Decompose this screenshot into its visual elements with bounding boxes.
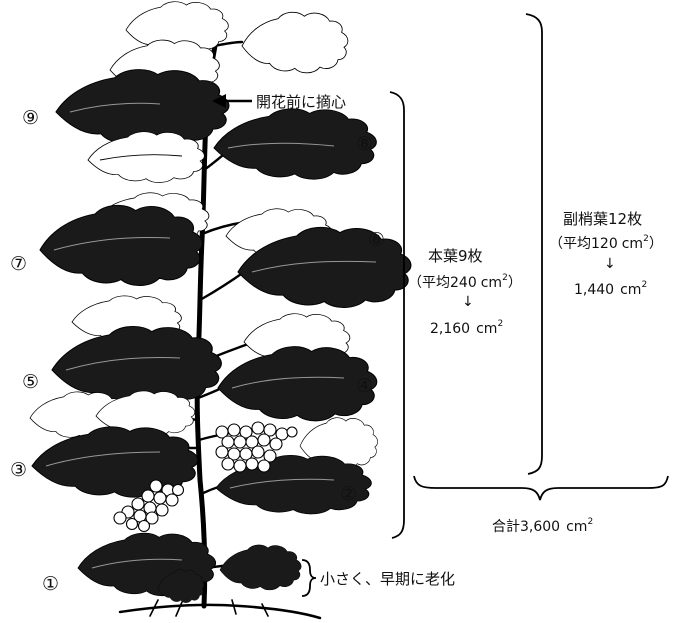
leaf-number-1: ① bbox=[42, 573, 59, 595]
main-leaves-average: （平均240cm2） bbox=[408, 273, 522, 291]
leaf-number-3: ③ bbox=[10, 459, 27, 481]
bracket-main-leaves bbox=[390, 92, 404, 538]
lateral-leaves-title: 副梢葉12枚 bbox=[563, 210, 642, 228]
main-leaf-8 bbox=[214, 109, 376, 179]
main-leaf-4 bbox=[218, 347, 377, 421]
lateral-leaf-top-3 bbox=[242, 12, 348, 73]
total-area: 合計3,600cm2 bbox=[492, 517, 593, 535]
leaf-number-2: ② bbox=[340, 483, 357, 505]
lateral-leaves-total: 1,440cm2 bbox=[574, 280, 647, 298]
main-leaves-arrow: ↓ bbox=[462, 294, 474, 310]
lateral-leaves-arrow: ↓ bbox=[604, 256, 616, 272]
leaf-number-8: ⑧ bbox=[356, 133, 373, 155]
brace-basal bbox=[302, 560, 316, 596]
main-leaf-7 bbox=[40, 205, 202, 285]
leaf-number-7: ⑦ bbox=[10, 253, 27, 275]
pinch-label: 開花前に摘心 bbox=[256, 93, 346, 111]
leaf-number-5: ⑤ bbox=[22, 371, 39, 393]
leaf-number-9: ⑨ bbox=[22, 107, 39, 129]
lateral-leaf-8 bbox=[88, 132, 204, 183]
main-leaves-total: 2,160cm2 bbox=[430, 319, 503, 337]
leaf-number-4: ④ bbox=[356, 375, 373, 397]
small-leaves-label: 小さく、早期に老化 bbox=[320, 570, 455, 588]
bracket-lateral-leaves bbox=[526, 14, 542, 474]
brace-total bbox=[414, 476, 668, 500]
leaf-number-6: ⑥ bbox=[368, 229, 385, 251]
basal-leaf-small-1 bbox=[220, 545, 301, 590]
main-leaves-title: 本葉9枚 bbox=[428, 247, 483, 265]
lateral-leaves-average: （平均120cm2） bbox=[549, 234, 663, 252]
